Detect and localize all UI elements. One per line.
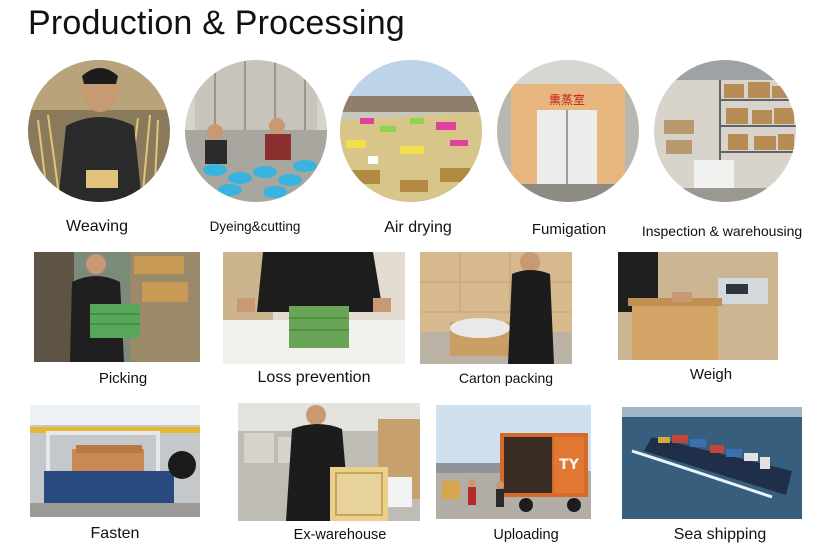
step-caption: Fumigation [531, 221, 607, 238]
step-caption: Inspection & warehousing [641, 223, 803, 239]
page-title: Production & Processing [28, 4, 405, 42]
step-caption: Loss prevention [257, 369, 371, 386]
sea-shipping-photo [622, 407, 802, 519]
step-caption: Weaving [66, 218, 128, 235]
dyeing-photo [185, 60, 327, 202]
carton-packing-photo [420, 252, 572, 364]
step-caption: Sea shipping [673, 526, 767, 543]
uploading-photo: TY [436, 405, 591, 519]
fumigation-photo: 熏蒸室 [497, 60, 639, 202]
ex-warehouse-photo [238, 403, 420, 521]
step-caption: Picking [98, 370, 148, 387]
step-caption: Air drying [384, 219, 452, 236]
weigh-photo [618, 252, 778, 360]
step-caption: Carton packing [458, 370, 554, 386]
step-caption: Ex-warehouse [293, 527, 387, 543]
warehousing-photo [654, 60, 796, 202]
step-caption: Fasten [90, 525, 140, 542]
step-caption: Uploading [493, 527, 559, 543]
fasten-photo [30, 405, 200, 517]
weaving-photo [28, 60, 170, 202]
container-text: TY [559, 457, 580, 473]
step-caption: Weigh [689, 366, 733, 383]
loss-prevention-photo [223, 252, 405, 364]
picking-photo [34, 252, 200, 362]
air-drying-photo [340, 60, 482, 202]
fumigation-sign-text: 熏蒸室 [549, 92, 585, 107]
step-caption: Dyeing&cutting [209, 219, 301, 234]
